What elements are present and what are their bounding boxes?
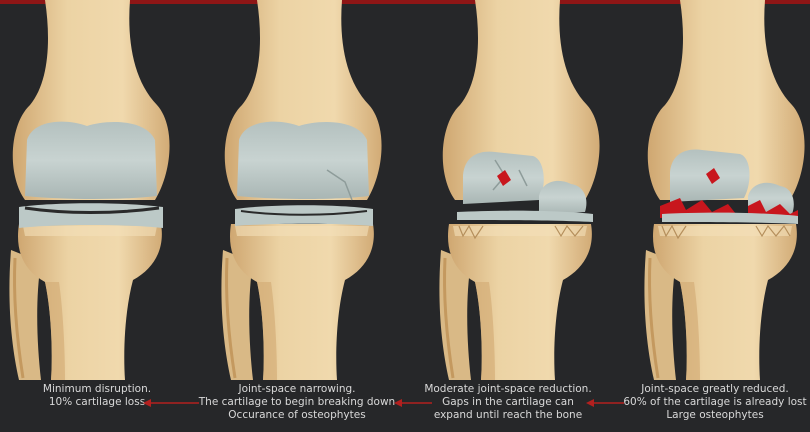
stage-1-line-1: Minimum disruption. (0, 383, 197, 396)
stage-3-line-3: expand until reach the bone (408, 409, 608, 422)
stage-3-caption: Moderate joint-space reduction. Gaps in … (408, 383, 608, 422)
arrow-left-icon (143, 398, 201, 408)
knee-stage-2 (221, 0, 381, 380)
arrow-left-icon (394, 398, 434, 408)
arrow-left-icon (586, 398, 626, 408)
knee-stage-4 (644, 0, 804, 380)
stage-3-line-1: Moderate joint-space reduction. (408, 383, 608, 396)
stage-2-line-3: Occurance of osteophytes (197, 409, 397, 422)
stage-4-line-3: Large osteophytes (615, 409, 810, 422)
stage-4-caption: Joint-space greatly reduced. 60% of the … (615, 383, 810, 422)
stage-3-line-2: Gaps in the cartilage can (408, 396, 608, 409)
knee-stage-3 (439, 0, 599, 380)
stage-2-line-1: Joint-space narrowing. (197, 383, 397, 396)
stage-2-line-2: The cartilage to begin breaking down (197, 396, 397, 409)
stage-4-line-1: Joint-space greatly reduced. (615, 383, 810, 396)
knee-stage-1 (9, 0, 169, 380)
stage-2-caption: Joint-space narrowing. The cartilage to … (197, 383, 397, 422)
stage-4-line-2: 60% of the cartilage is already lost (615, 396, 810, 409)
